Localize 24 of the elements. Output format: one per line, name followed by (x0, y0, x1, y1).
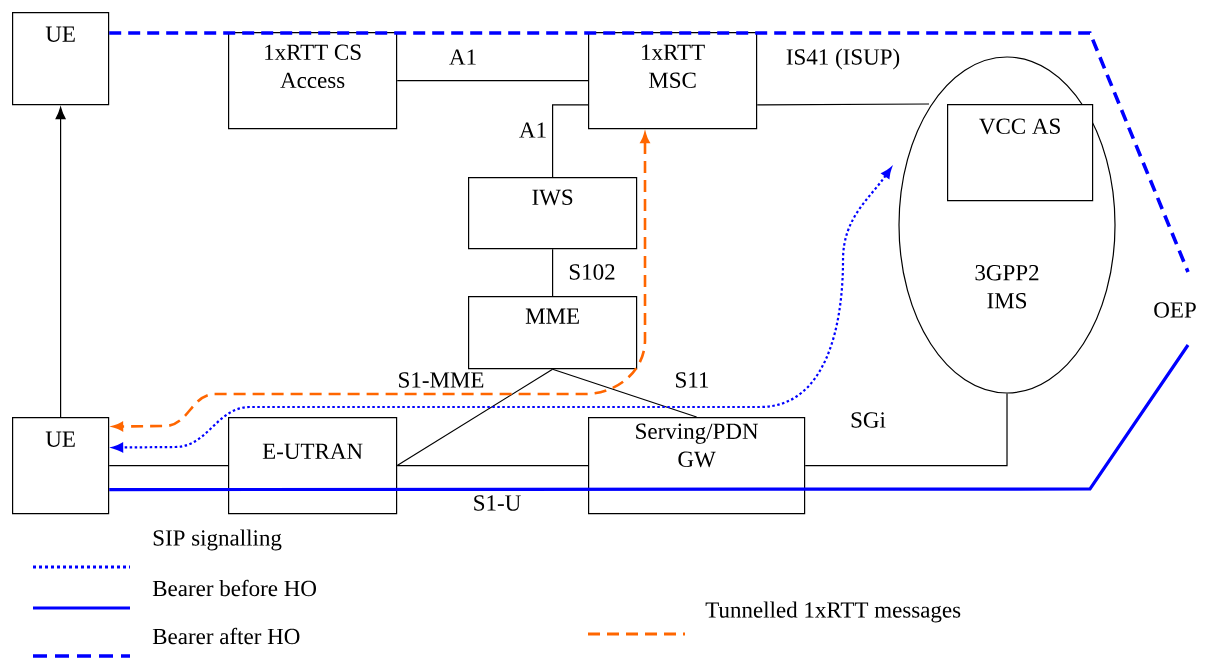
legend-text: Bearer before HO (152, 579, 316, 597)
arrow (55, 106, 66, 418)
edge-label: A1 (447, 48, 479, 66)
label: OEP (1154, 302, 1196, 318)
box: Serving/PDN GW (588, 417, 806, 515)
legend-text: Bearer after HO (152, 627, 300, 645)
legend-text: Tunnelled 1xRTT messages (705, 601, 961, 623)
box: VCC AS (947, 104, 1094, 202)
box: 1xRTT CS Access (228, 32, 398, 130)
connector (756, 103, 930, 106)
edge-label: S11 (673, 371, 711, 389)
legend-text: SIP signalling (153, 529, 282, 551)
bearer-line (109, 31, 1190, 273)
connector (804, 393, 1008, 467)
connector (396, 465, 589, 467)
connector (108, 465, 229, 467)
box: UE (12, 12, 110, 106)
edge-label: SGi (849, 411, 887, 429)
bearer-line (109, 344, 1190, 492)
connector (396, 80, 589, 82)
box: UE (12, 417, 110, 515)
edge-label: S1-U (471, 494, 523, 512)
box: E-UTRAN (228, 417, 398, 515)
box: 1xRTT MSC (588, 32, 758, 130)
